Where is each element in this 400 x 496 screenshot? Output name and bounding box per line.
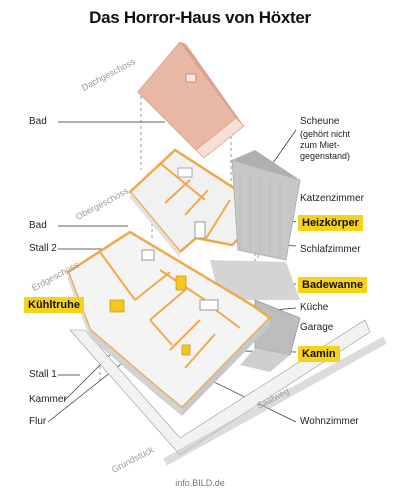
- label-kammer: Kammer: [29, 394, 67, 405]
- source-credit: info.BILD.de: [175, 478, 225, 488]
- scheune-note-line-2: zum Miet-: [300, 140, 340, 150]
- label-kueche: Küche: [300, 302, 329, 313]
- label-kamin: Kamin: [298, 346, 340, 362]
- label-bad-top: Bad: [29, 116, 47, 127]
- label-badewanne: Badewanne: [298, 277, 368, 293]
- label-scheune: Scheune: [300, 116, 340, 127]
- label-garage: Garage: [300, 322, 334, 333]
- label-schlafzimmer: Schlafzimmer: [300, 244, 361, 255]
- roof: [137, 41, 245, 159]
- barn: [210, 150, 301, 300]
- scheune-note-line-3: gegenstand): [300, 151, 351, 161]
- upper-floor: [128, 148, 270, 258]
- label-kuehltruhe: Kühltruhe: [24, 297, 84, 313]
- label-stall-1: Stall 1: [29, 369, 57, 380]
- label-flur: Flur: [29, 416, 47, 427]
- ground-floor: [66, 230, 272, 416]
- label-wohnzimmer: Wohnzimmer: [300, 416, 359, 427]
- label-heizkoerper: Heizkörper: [298, 215, 363, 231]
- label-stall-2: Stall 2: [29, 243, 57, 254]
- label-katzenzimmer: Katzenzimmer: [300, 193, 364, 204]
- label-bad-mid: Bad: [29, 220, 47, 231]
- diagram-title: Das Horror-Haus von Höxter: [89, 8, 311, 27]
- scheune-note-line-1: (gehört nicht: [300, 129, 351, 139]
